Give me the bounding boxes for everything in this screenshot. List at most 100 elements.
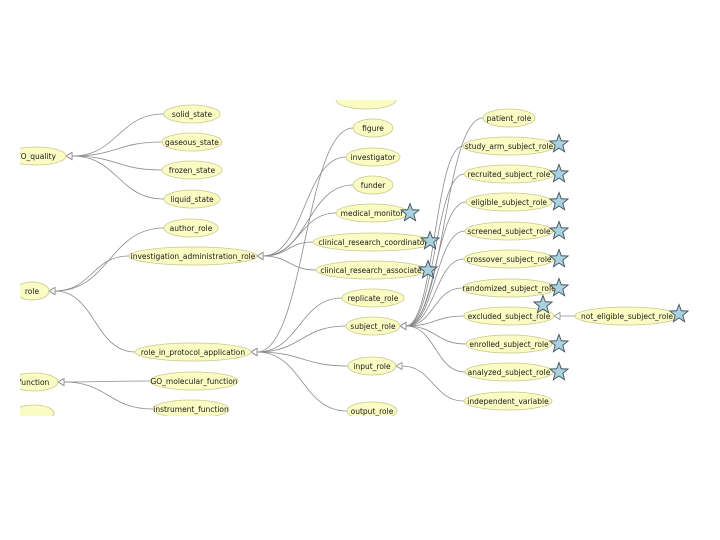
node-not_eligible_subject_role[interactable]: not_eligible_subject_role (574, 306, 680, 326)
node-frozen_state[interactable]: frozen_state (161, 160, 223, 180)
node-label: output_role (351, 407, 394, 416)
node-label: frozen_state (169, 166, 216, 175)
node-ellipse (161, 132, 223, 152)
edge-medical_monitor-to-investigation_administration_role (262, 212, 337, 257)
nodes-layer: figure patient_role solid_state gaseous_sta… (6, 91, 680, 421)
node-label: patient_role (487, 114, 532, 123)
node-top_partial[interactable] (335, 91, 397, 110)
node-role_in_protocol_application[interactable]: role_in_protocol_application (134, 342, 252, 362)
node-medical_monitor[interactable]: medical_monitor (335, 203, 409, 223)
node-ellipse (335, 100, 397, 110)
node-author_role[interactable]: author_role (163, 218, 219, 238)
node-funder[interactable]: funder (352, 175, 394, 195)
node-label: function (19, 378, 50, 387)
star-icon (548, 277, 570, 297)
node-label: crossover_subject_role (466, 255, 551, 264)
node-ellipse (149, 371, 239, 391)
node-eligible_subject_role[interactable]: eligible_subject_role (465, 192, 553, 212)
node-pato_quality[interactable]: TO_quality (6, 146, 67, 166)
node-study_arm_subject_role[interactable]: study_arm_subject_role (462, 136, 556, 156)
edge-independent_variable-to-input_role (401, 365, 465, 402)
node-label: analyzed_subject_role (468, 368, 551, 377)
star-icon (417, 259, 439, 279)
node-excluded_subject_role[interactable]: excluded_subject_role (463, 306, 555, 326)
edge-arrowhead (395, 361, 403, 371)
node-bottom_left_partial[interactable] (14, 404, 55, 421)
edge-clinical_research_associate-to-investigation_administration_role (262, 255, 317, 271)
node-ellipse (346, 401, 398, 416)
edge-go_molecular_function-to-function (63, 380, 151, 383)
star-icon (548, 163, 570, 183)
node-go_molecular_function[interactable]: GO_molecular_function (149, 371, 239, 391)
star-icon (399, 202, 421, 222)
node-label: input_role (353, 362, 391, 371)
edge-investigation_administration_role-to-role (54, 255, 130, 292)
star-icon (548, 248, 570, 268)
node-subject_role[interactable]: subject_role (345, 316, 401, 336)
node-ellipse (345, 316, 401, 336)
node-ellipse (465, 334, 553, 354)
edge-gaseous_state-to-pato_quality (71, 141, 163, 157)
node-investigation_administration_role[interactable]: investigation_administration_role (128, 246, 258, 266)
node-investigator[interactable]: investigator (345, 147, 401, 167)
star-icon (532, 294, 554, 314)
edge-liquid_state-to-pato_quality (71, 155, 165, 200)
node-ellipse (20, 146, 67, 166)
node-ellipse (161, 160, 223, 180)
node-analyzed_subject_role[interactable]: analyzed_subject_role (464, 362, 554, 382)
node-ellipse (482, 108, 536, 128)
node-enrolled_subject_role[interactable]: enrolled_subject_role (465, 334, 553, 354)
node-independent_variable[interactable]: independent_variable (463, 391, 553, 411)
node-input_role[interactable]: input_role (347, 356, 397, 376)
node-figure[interactable]: figure (352, 118, 394, 138)
node-function[interactable]: function (10, 372, 59, 392)
edges-layer (48, 113, 576, 412)
node-instrument_function[interactable]: instrument_function (152, 399, 230, 418)
node-label: liquid_state (170, 195, 214, 204)
node-label: randomized_subject_role (462, 284, 556, 293)
node-label: GO_molecular_function (150, 377, 237, 386)
node-screened_subject_role[interactable]: screened_subject_role (464, 221, 554, 241)
stars-layer (399, 133, 690, 381)
node-crossover_subject_role[interactable]: crossover_subject_role (463, 249, 555, 269)
edge-screened_subject_role-to-subject_role (405, 230, 466, 327)
edge-arrowhead (57, 377, 65, 387)
edge-clinical_research_coordinator-to-investigation_administration_role (262, 241, 314, 257)
node-recruited_subject_role[interactable]: recruited_subject_role (463, 164, 555, 184)
node-ellipse (163, 218, 219, 238)
node-clinical_research_associate[interactable]: clinical_research_associate (315, 260, 427, 280)
node-output_role[interactable]: output_role (346, 401, 398, 420)
node-liquid_state[interactable]: liquid_state (163, 189, 221, 209)
node-label: excluded_subject_role (468, 312, 551, 321)
node-ellipse (20, 372, 59, 392)
node-label: gaseous_state (165, 138, 219, 147)
node-ellipse (463, 306, 555, 326)
node-label: figure (362, 124, 384, 133)
edge-solid_state-to-pato_quality (71, 113, 165, 157)
edge-crossover_subject_role-to-subject_role (405, 258, 465, 327)
star-icon (548, 191, 570, 211)
edge-investigator-to-investigation_administration_role (262, 156, 347, 257)
star-icon (548, 361, 570, 381)
node-label: role_in_protocol_application (141, 348, 246, 357)
node-ellipse (163, 104, 221, 124)
node-role[interactable]: role (15, 281, 50, 301)
node-ellipse (20, 281, 50, 301)
node-solid_state[interactable]: solid_state (163, 104, 221, 124)
edge-arrowhead (256, 251, 264, 261)
node-label: TO_quality (15, 152, 56, 161)
node-randomized_subject_role[interactable]: randomized_subject_role (461, 278, 557, 298)
node-gaseous_state[interactable]: gaseous_state (161, 132, 223, 152)
node-label: investigation_administration_role (131, 252, 256, 261)
node-replicate_role[interactable]: replicate_role (341, 288, 405, 308)
star-icon (419, 230, 441, 250)
node-clinical_research_coordinator[interactable]: clinical_research_coordinator (312, 232, 434, 252)
star-icon (548, 220, 570, 240)
node-patient_role[interactable]: patient_role (482, 108, 536, 128)
node-ellipse (352, 175, 394, 195)
node-label: instrument_function (153, 405, 229, 414)
node-label: recruited_subject_role (468, 170, 551, 179)
node-label: solid_state (172, 110, 213, 119)
edge-arrowhead (399, 321, 407, 331)
